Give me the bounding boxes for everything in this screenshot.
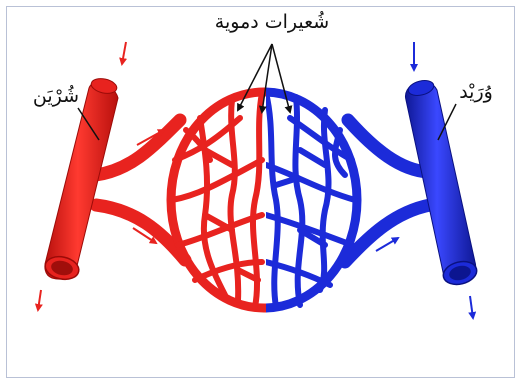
artery-label: شُرْيَن [33, 85, 79, 107]
arrow-icon [122, 42, 126, 64]
arrow-icon [376, 238, 398, 251]
vein-label: وُرَيْد [459, 81, 493, 103]
arrow-icon [38, 290, 41, 310]
vein-vessel [405, 78, 479, 288]
capillaries-leader-lines [238, 44, 290, 112]
leader-line [272, 44, 290, 112]
arrow-icon [470, 296, 473, 318]
capillaries-label: شُعيرات دموية [215, 11, 329, 33]
